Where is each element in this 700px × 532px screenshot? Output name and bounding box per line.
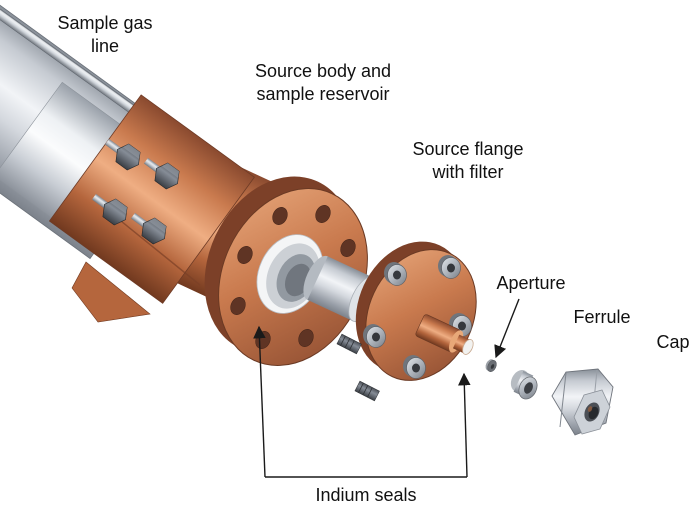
cap-part [551,368,614,436]
ferrule-part [510,369,538,400]
indium-seal-right-arrow [458,372,471,478]
flange-bolt-holes [230,205,356,349]
clamp-bolt [143,157,180,190]
source-flange-part [336,241,477,402]
label-source-body: Source body and sample reservoir [254,61,392,104]
aperture-part [485,359,497,372]
source-body-flange [204,176,368,366]
label-source-flange: Source flange with filter [412,139,524,182]
leader-lines [253,298,520,478]
label-aperture: Aperture [496,273,566,293]
flange-screws [363,255,472,379]
label-sample-gas-line: Sample gas line [57,13,153,56]
label-indium-seals: Indium seals [315,485,417,505]
clamp-bolts [91,138,180,245]
clamp-bolt [104,138,141,171]
flange-threaded-studs [336,333,380,402]
indium-seal-left-arrow [253,325,266,478]
label-ferrule: Ferrule [573,307,631,327]
label-cap: Cap [656,332,690,352]
flange-center-bore-with-indium-seal [256,234,324,314]
flange-nozzle-with-indium-seal-tip [415,314,474,355]
aperture-leader-arrow [494,298,520,359]
clamp-bolt [91,193,128,226]
clamp-bolt [130,212,167,245]
